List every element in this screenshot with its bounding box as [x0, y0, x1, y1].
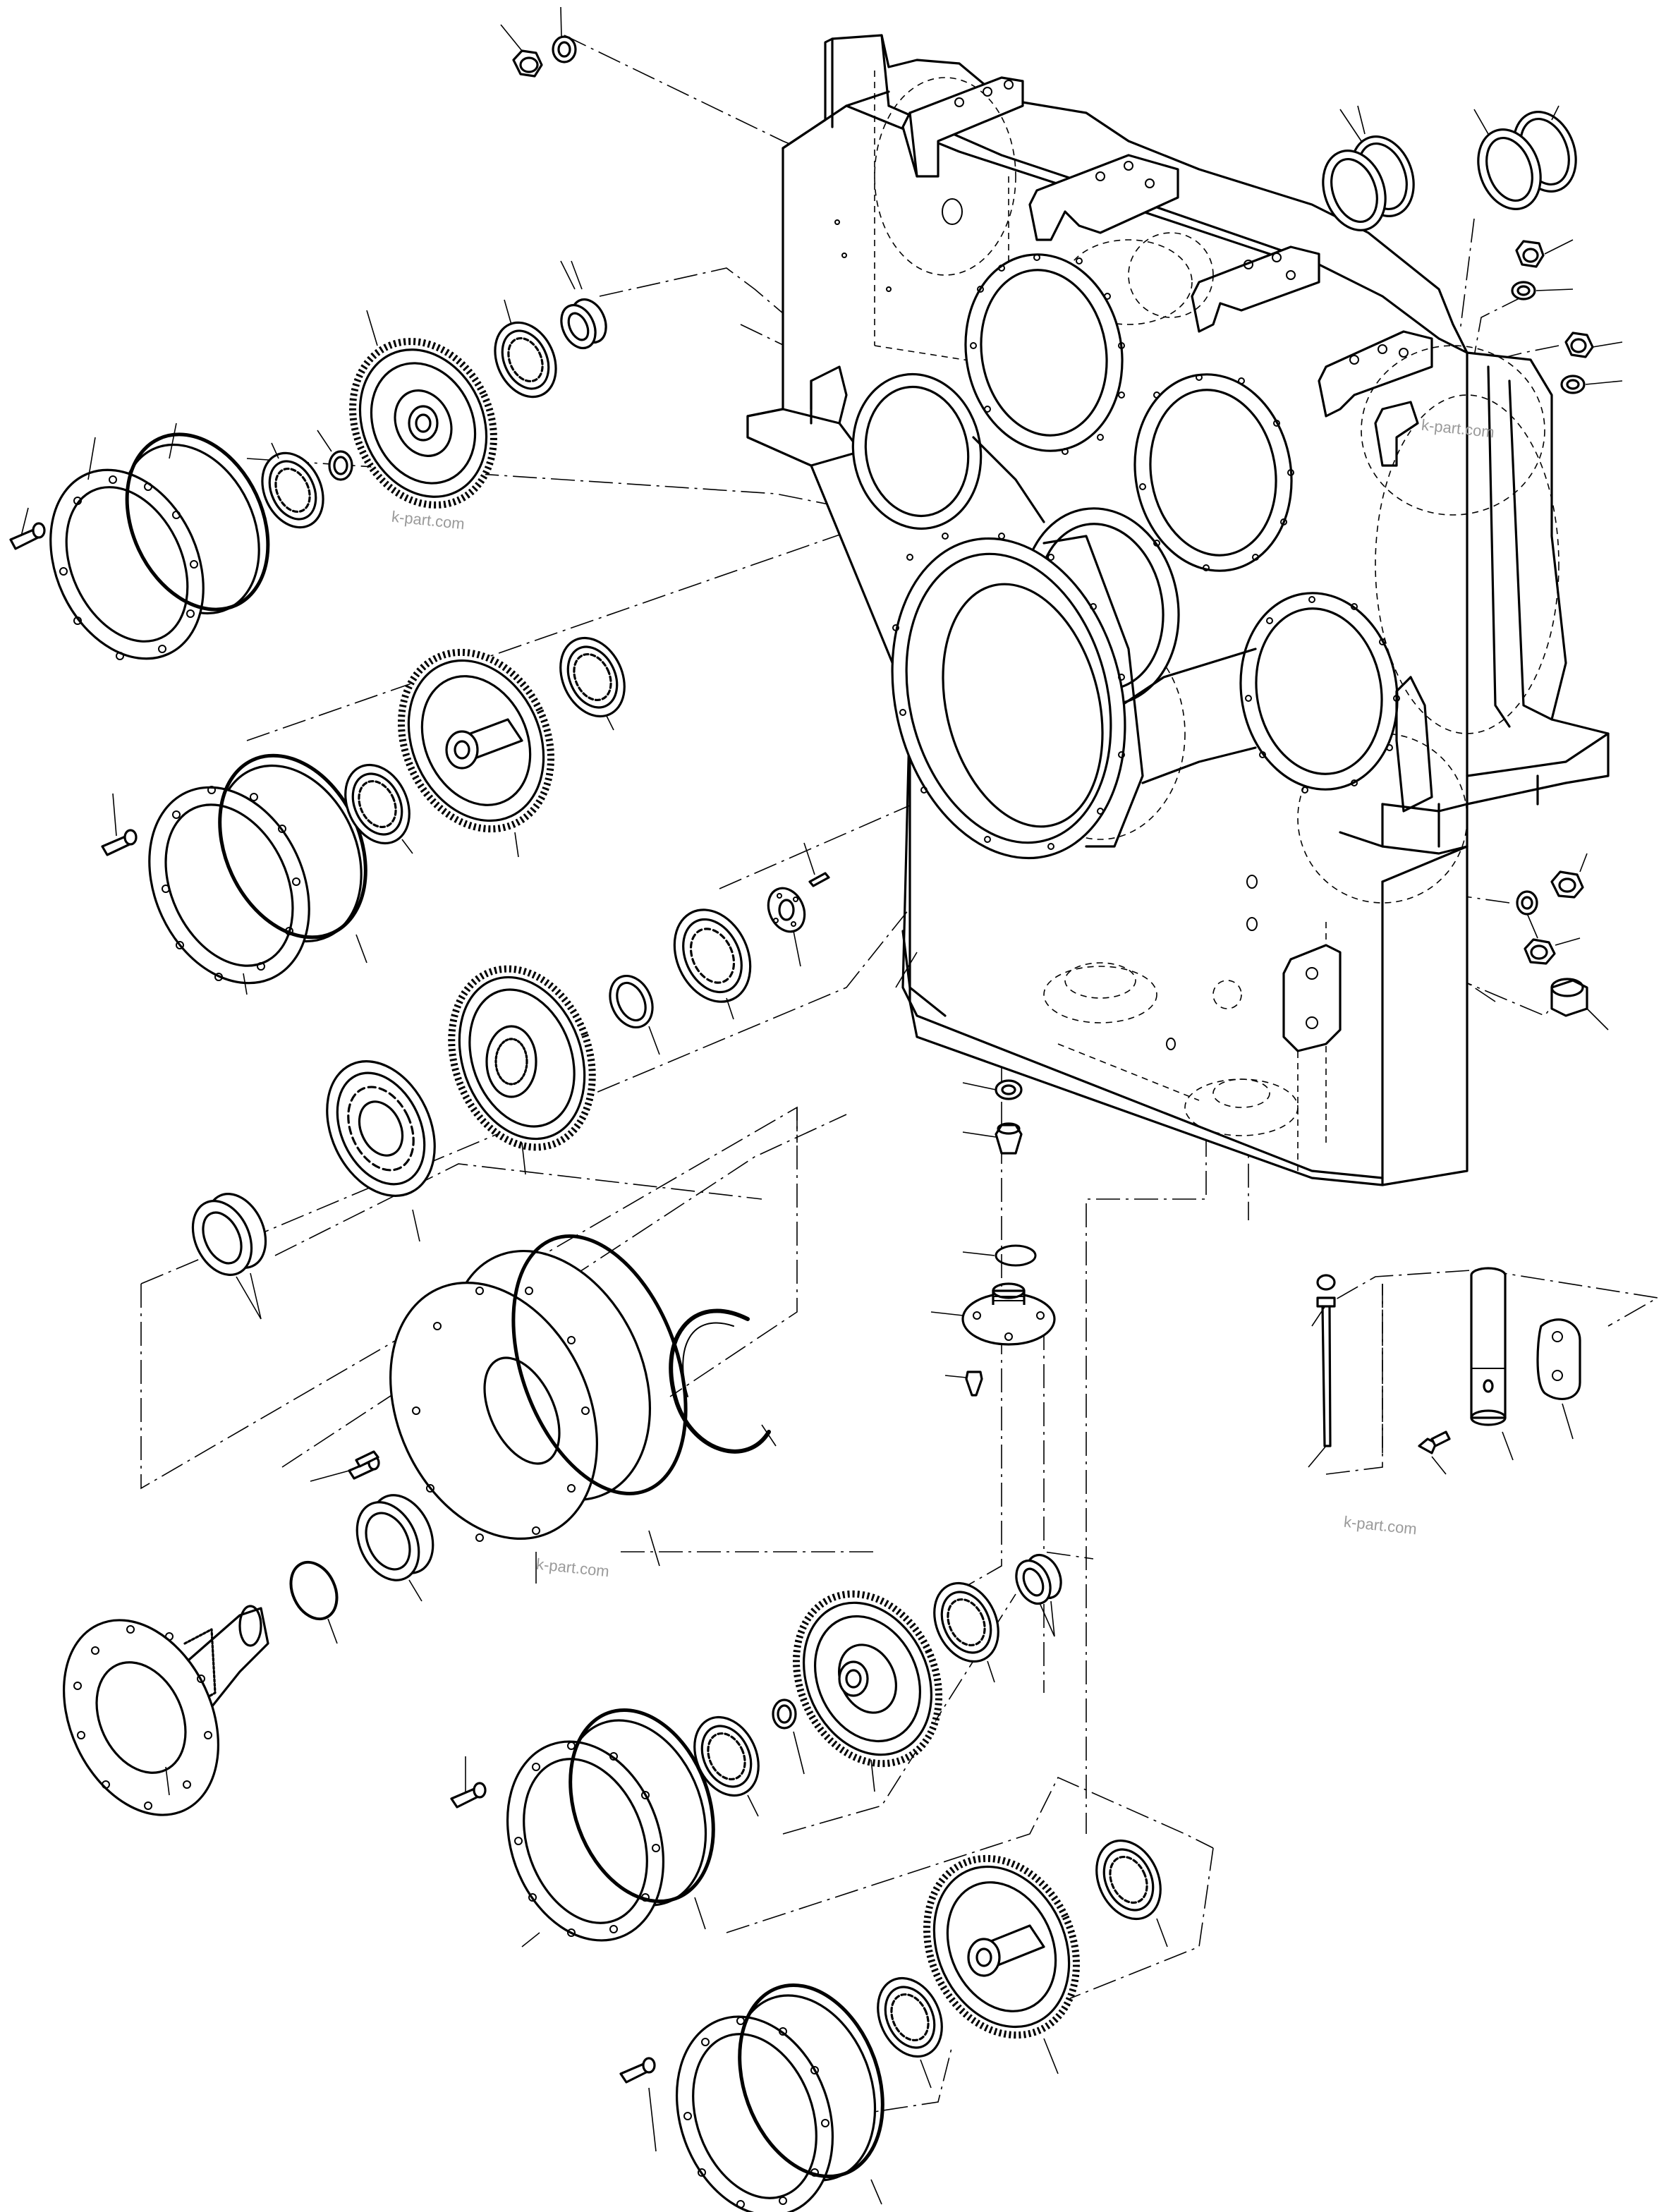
o-ring-icon	[289, 1560, 339, 1621]
bore-bolt-holes	[892, 254, 1400, 850]
bearing-cover-large-icon	[389, 1249, 652, 1542]
gear-icon	[448, 965, 596, 1151]
dipstick-assembly	[1308, 1267, 1581, 1475]
housing-bore-top-center	[964, 253, 1124, 452]
housing-bore-large-output	[891, 535, 1144, 860]
bearing-icon	[933, 1581, 999, 1663]
gear-icon	[923, 1854, 1080, 2039]
gearbox-housing	[746, 34, 1610, 1186]
housing-bore-right	[1133, 373, 1293, 572]
snap-ring-icon	[669, 1308, 771, 1454]
gear-icon	[792, 1590, 943, 1768]
drain-plug-icon	[995, 1122, 1023, 1155]
bolt-icon	[1418, 1430, 1451, 1454]
spacer-ring-icon	[772, 1699, 797, 1730]
bearing-icon	[344, 763, 411, 845]
bearing-icon	[326, 1060, 436, 1197]
sealing-washer-icon	[1560, 375, 1586, 394]
bearing-cover-icon	[49, 443, 260, 660]
gear-set-5	[450, 1553, 1062, 1947]
bearing-icon	[877, 1976, 943, 2058]
bearing-icon	[673, 909, 752, 1003]
gasket-plate-icon	[1536, 1318, 1581, 1400]
bearing-icon	[261, 451, 324, 529]
bearing-icon	[1095, 1839, 1162, 1921]
sealing-washer-icon	[552, 35, 577, 63]
screw-icon	[965, 1371, 983, 1397]
housing-bore-upper-left	[851, 372, 983, 530]
sealing-washer-icon	[1516, 890, 1538, 916]
bolt-icon	[9, 522, 46, 550]
hex-plug-icon	[512, 49, 543, 78]
sealing-washer-icon	[995, 1079, 1023, 1100]
spacer-ring-icon	[609, 974, 654, 1029]
o-ring-icon	[125, 432, 270, 612]
seal-ring-icon	[1322, 135, 1415, 231]
seal-icon	[1015, 1553, 1062, 1605]
output-cover-set	[62, 1234, 777, 1816]
o-ring-icon	[568, 1708, 715, 1904]
right-side-plugs	[1516, 853, 1609, 1031]
o-ring-large-icon	[511, 1234, 688, 1495]
seal-icon	[191, 1193, 267, 1276]
spacer-ring-icon	[328, 450, 353, 481]
bearing-icon	[693, 1715, 760, 1797]
output-shaft-flange-icon	[62, 1605, 269, 1816]
bolt-icon	[450, 1782, 487, 1809]
gear-set-2	[101, 636, 626, 995]
bearing-icon	[559, 636, 626, 718]
bolt-icon	[619, 2057, 656, 2084]
bolt-icon	[101, 829, 138, 856]
bearing-cover-icon	[148, 764, 363, 985]
seal-icon	[560, 298, 607, 350]
hex-plug-icon	[1524, 938, 1556, 965]
gear-set-6	[619, 1839, 1168, 2212]
hex-plug-icon	[1515, 240, 1545, 268]
hex-plug-icon	[1564, 332, 1594, 358]
seal-ring-2-icon	[1477, 111, 1577, 210]
o-ring-icon	[738, 1983, 884, 2179]
center-drain-parts	[930, 1079, 1056, 1397]
o-ring-icon	[995, 1244, 1037, 1267]
bearing-icon	[494, 321, 557, 399]
bolt-icon	[355, 1450, 379, 1468]
housing-leaders	[895, 952, 918, 988]
gear-icon	[349, 338, 497, 509]
screw-icon	[808, 872, 830, 887]
top-left-plug-and-washer	[500, 6, 577, 78]
bearing-cover-icon	[675, 1994, 877, 2212]
drain-flange-icon	[961, 1282, 1056, 1346]
dipstick-icon	[1316, 1274, 1336, 1447]
plug-cap-icon	[1550, 978, 1588, 1017]
sealing-washer-icon	[1511, 281, 1536, 300]
housing-bore-lower-right	[1239, 592, 1399, 791]
bearing-cover-icon	[506, 1719, 707, 1942]
gear-set-1	[9, 260, 607, 660]
breather-pipe-icon	[1470, 1267, 1507, 1426]
gear-icon	[398, 648, 554, 833]
hex-plug-icon	[1550, 870, 1584, 899]
flange-plate-icon	[767, 887, 806, 933]
top-right-seals	[1322, 105, 1623, 394]
gear-set-3	[191, 842, 830, 1320]
seal-icon	[355, 1494, 434, 1581]
